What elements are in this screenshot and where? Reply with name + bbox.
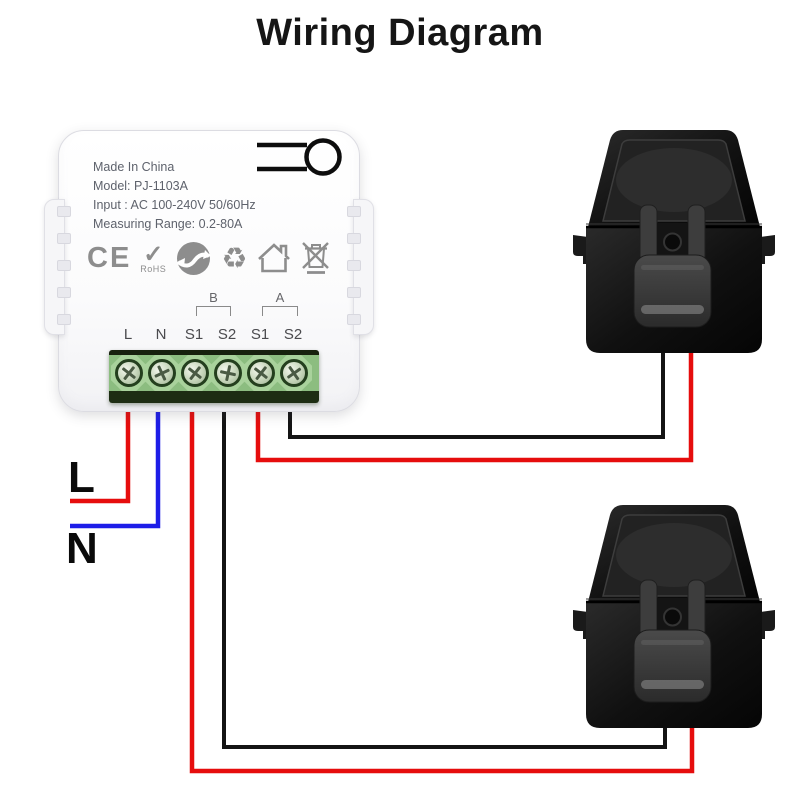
ratchet-tooth [347, 314, 361, 325]
screw-head [247, 359, 275, 387]
rohs-label: RoHS [140, 263, 167, 274]
group-bracket-b: B [196, 290, 231, 316]
green-dot-icon [177, 241, 212, 275]
mounting-ear-right [347, 199, 374, 335]
ratchet-tooth [347, 233, 361, 244]
wire-ct-a-s2 [288, 350, 665, 439]
screw-terminal-s2-a [276, 355, 312, 391]
terminal-label-s2-a: S2 [283, 326, 303, 343]
terminal-block [109, 350, 319, 403]
wire-ct-b-s2 [222, 405, 667, 749]
spec-measuring-range: Measuring Range: 0.2-80A [93, 217, 243, 231]
screw-head [214, 359, 242, 387]
spec-input: Input : AC 100-240V 50/60Hz [93, 198, 256, 212]
screw-terminal-l [111, 355, 147, 391]
screw-terminal-n [144, 355, 180, 391]
wire-live-l [70, 405, 131, 504]
ratchet-tooth [347, 260, 361, 271]
spec-made-in: Made In China [93, 160, 175, 174]
screw-head [181, 359, 209, 387]
screw-head [115, 359, 143, 387]
spec-model: Model: PJ-1103A [93, 179, 188, 193]
ratchet-tooth [347, 206, 361, 217]
weee-bin-icon [302, 242, 330, 274]
group-label-a: A [275, 290, 285, 305]
device-spec-text: Made In China Model: PJ-1103A Input : AC… [93, 158, 256, 234]
ratchet-tooth [347, 287, 361, 298]
terminal-label-l: L [123, 326, 133, 343]
screw-terminal-s1-a [243, 355, 279, 391]
ratchet-tooth [57, 260, 71, 271]
terminal-label-s1-a: S1 [250, 326, 270, 343]
wire-ct-a-s1 [255, 350, 694, 463]
ct-clamp-a [571, 128, 777, 355]
wire-ct-b-s1 [189, 405, 695, 774]
energy-meter-device: Made In China Model: PJ-1103A Input : AC… [44, 130, 374, 412]
ratchet-tooth [57, 233, 71, 244]
terminal-label-s2-b: S2 [217, 326, 237, 343]
keyhole-slot-icon [257, 138, 342, 176]
rohs-icon: ✓ RoHS [140, 240, 167, 274]
mounting-ear-left [44, 199, 71, 335]
neutral-line-label: N [66, 524, 98, 573]
recycle-icon: ♻ [221, 240, 248, 275]
house-icon [258, 243, 291, 273]
terminal-label-s1-b: S1 [184, 326, 204, 343]
group-bracket-a: A [262, 290, 298, 316]
check-icon: ✓ [143, 240, 164, 268]
page-title: Wiring Diagram [256, 12, 544, 54]
screw-head [280, 359, 308, 387]
group-label-b: B [209, 290, 218, 305]
screw-terminal-s1-b [177, 355, 213, 391]
ratchet-tooth [57, 206, 71, 217]
certification-icons: CE ✓ RoHS ♻ [87, 231, 357, 285]
ratchet-tooth [57, 314, 71, 325]
live-line-label: L [68, 453, 95, 502]
ct-clamp-b [571, 503, 777, 730]
screw-head [148, 359, 176, 387]
wire-neutral-n [70, 405, 161, 529]
terminal-label-n: N [155, 326, 167, 343]
ce-mark-icon: CE [87, 241, 132, 274]
screw-terminal-s2-b [210, 355, 246, 391]
ratchet-tooth [57, 287, 71, 298]
